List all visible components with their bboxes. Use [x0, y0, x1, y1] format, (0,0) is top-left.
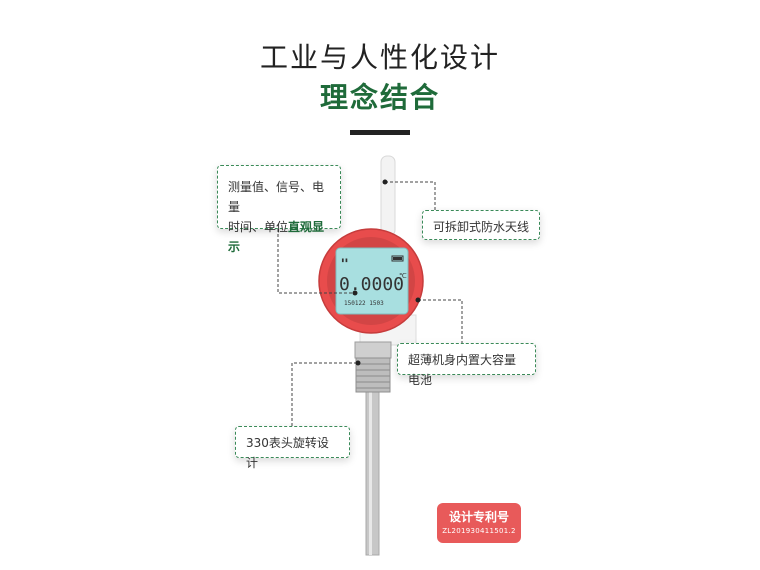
page-subtitle: 理念结合 [319, 81, 440, 114]
fitting-collar [354, 341, 392, 359]
probe [365, 389, 380, 556]
callout-battery: 超薄机身内置大容量电池 [397, 343, 536, 387]
leader-display [277, 229, 355, 294]
callout-display-line2: 时间、单位直观显示 [228, 217, 330, 257]
callout-rotation: 330表头旋转设计 [235, 426, 350, 470]
callout-display-line1: 测量值、信号、电量 [228, 180, 325, 214]
lcd-screen [335, 247, 409, 315]
leader-battery [418, 299, 463, 343]
thread [355, 357, 391, 393]
title-divider [350, 130, 410, 135]
callout-display-line2-prefix: 时间、单位 [228, 220, 289, 234]
patent-title: 设计专利号 [448, 510, 509, 524]
page-title: 工业与人性化设计 [259, 41, 500, 74]
battery-icon [391, 255, 404, 262]
lcd-time: 150122 1503 [344, 300, 384, 307]
patent-badge: 设计专利号 ZL201930411501.2 [437, 503, 521, 543]
lcd-reading: 0.0000 [339, 274, 404, 295]
callout-display: 测量值、信号、电量 时间、单位直观显示 [217, 165, 341, 254]
leader-antenna [385, 181, 436, 210]
callout-display-highlight: 直观显示 [228, 220, 325, 254]
leader-rotation [291, 362, 358, 426]
antenna [380, 155, 396, 237]
signal-icon: ▮▮ [341, 257, 348, 264]
lcd-unit: ℃ [399, 272, 407, 280]
callout-antenna: 可拆卸式防水天线 [422, 210, 540, 240]
patent-code: ZL201930411501.2 [442, 527, 516, 535]
